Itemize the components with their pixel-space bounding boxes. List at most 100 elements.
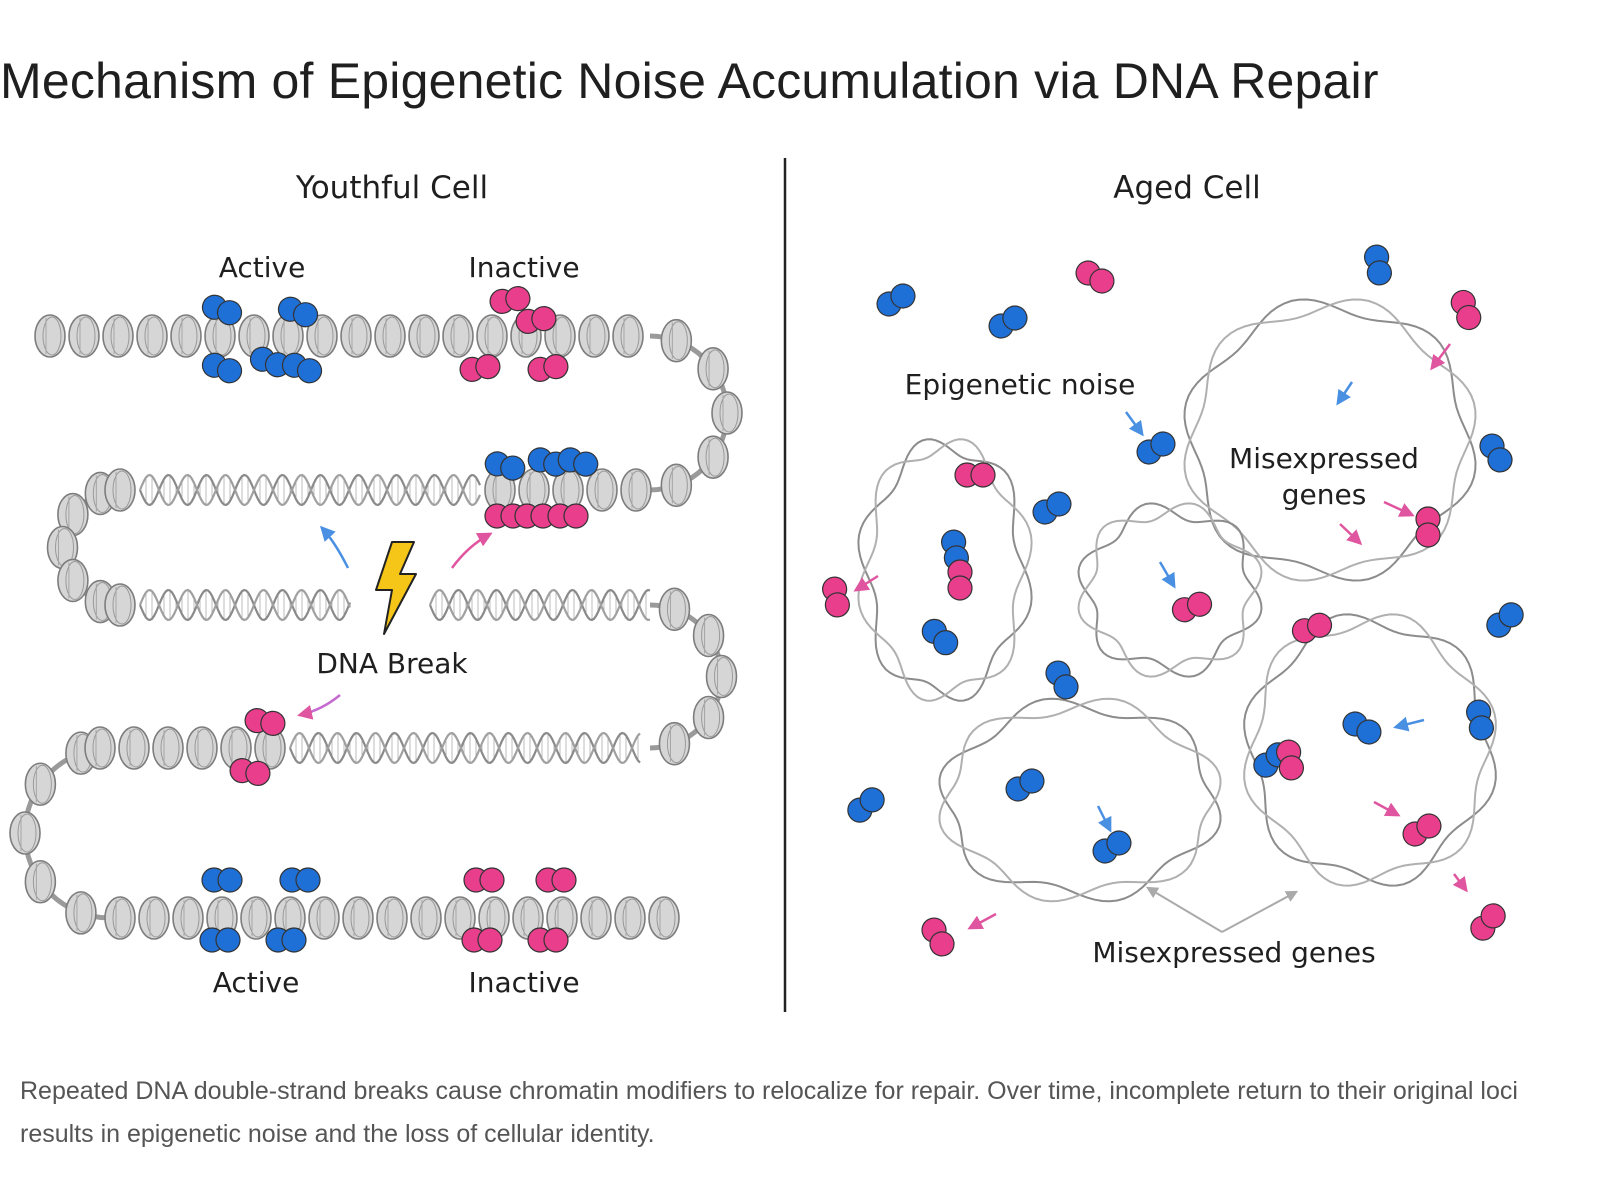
nucleosome xyxy=(57,558,89,603)
active-modifier xyxy=(1045,660,1079,700)
active-top-label: Active xyxy=(219,251,306,284)
dna-helix-segment xyxy=(288,731,641,765)
active-modifier xyxy=(1136,431,1176,465)
active-modifier xyxy=(557,447,599,477)
youthful-chromatin-modifiers xyxy=(199,286,599,953)
nucleosome xyxy=(658,587,691,632)
nucleosome xyxy=(444,896,476,940)
nucleosome xyxy=(648,896,680,940)
page-title: Mechanism of Epigenetic Noise Accumulati… xyxy=(0,53,1379,109)
drift-arrow-blue xyxy=(1336,381,1354,406)
nucleosome xyxy=(408,314,440,358)
nucleosome xyxy=(24,859,57,904)
inactive-modifier xyxy=(527,927,569,953)
misexpressed-genes-lower-label: Misexpressed genes xyxy=(1092,936,1375,969)
inactive-modifier xyxy=(463,867,505,893)
tangled-loop xyxy=(1243,613,1497,887)
drift-arrow-pink xyxy=(1430,343,1451,371)
active-modifier xyxy=(201,867,243,893)
misexpressed-pointer-left xyxy=(1145,886,1223,933)
nucleosome xyxy=(410,896,442,940)
tangled-loop xyxy=(1077,502,1263,678)
drift-arrow-pink xyxy=(967,912,997,930)
nucleosome xyxy=(238,314,270,358)
inactive-modifier xyxy=(527,354,569,382)
nucleosome xyxy=(614,896,646,940)
nucleosome xyxy=(118,726,150,770)
inactive-modifier xyxy=(1470,903,1506,941)
nucleosome xyxy=(660,463,693,508)
nucleosome xyxy=(442,314,474,358)
inactive-modifier xyxy=(535,867,577,893)
aged-tangled-chromatin xyxy=(857,298,1497,903)
active-modifier xyxy=(199,927,241,953)
nucleosome xyxy=(692,695,725,740)
misexpressed-pointer-right xyxy=(1221,890,1299,933)
tangled-loop xyxy=(1183,298,1477,582)
nucleosome xyxy=(204,314,236,358)
nucleosome xyxy=(711,391,743,435)
inactive-modifier xyxy=(547,503,589,529)
inactive-modifier xyxy=(244,708,286,736)
drift-arrow-blue xyxy=(1124,411,1144,437)
nucleosome xyxy=(104,468,136,512)
youthful-cell-panel: Youthful Cell Active Inactive DNA Break … xyxy=(9,170,743,999)
active-modifier xyxy=(1032,491,1072,525)
nucleosome xyxy=(65,891,97,935)
nucleosome xyxy=(692,613,725,658)
nucleosome xyxy=(476,314,508,358)
active-modifier xyxy=(1466,699,1494,741)
dna-break-bolt-icon xyxy=(375,541,417,635)
epigenetic-noise-label: Epigenetic noise xyxy=(905,368,1136,401)
drift-arrow-pink xyxy=(1452,873,1468,893)
nucleosome xyxy=(697,347,729,391)
inactive-modifier xyxy=(459,354,501,382)
active-modifier xyxy=(921,618,959,656)
active-modifier xyxy=(1005,768,1045,802)
aged-scattered-modifiers xyxy=(822,244,1524,957)
nucleosome xyxy=(660,318,693,363)
active-modifier xyxy=(277,296,319,328)
dna-break-label: DNA Break xyxy=(316,647,468,680)
drift-arrow-pink xyxy=(853,574,879,592)
inactive-modifier xyxy=(1402,813,1442,847)
aged-cell-title: Aged Cell xyxy=(1113,170,1260,206)
drift-arrow-blue xyxy=(1393,716,1425,732)
nucleosome xyxy=(24,762,57,807)
drift-arrow-pink xyxy=(1339,523,1363,546)
active-modifier xyxy=(988,305,1028,339)
inactive-modifier xyxy=(1450,289,1482,331)
nucleosome xyxy=(240,896,272,940)
nucleosome xyxy=(104,583,136,627)
inactive-modifier xyxy=(515,306,557,334)
active-modifier xyxy=(876,283,916,317)
nucleosome xyxy=(308,896,340,940)
active-modifier xyxy=(1342,711,1382,745)
inactive-modifier xyxy=(461,927,503,953)
nucleosome xyxy=(580,896,612,940)
active-modifier xyxy=(1364,244,1392,286)
active-modifier xyxy=(279,867,321,893)
inactive-bottom-label: Inactive xyxy=(468,966,579,999)
inactive-modifier xyxy=(822,576,850,618)
nucleosome xyxy=(620,468,652,512)
nucleosome xyxy=(658,721,691,766)
nucleosome xyxy=(34,314,66,358)
inactive-modifier xyxy=(229,758,271,786)
youthful-cell-title: Youthful Cell xyxy=(295,170,488,206)
active-modifier xyxy=(1092,830,1132,864)
inactive-modifier xyxy=(1415,506,1441,548)
inactive-modifier xyxy=(947,559,973,601)
nucleosome xyxy=(374,314,406,358)
misexpressed-genes-upper-label-line2: genes xyxy=(1282,478,1367,511)
nucleosome xyxy=(186,726,218,770)
nucleosome xyxy=(342,896,374,940)
inactive-modifier xyxy=(921,917,955,957)
nucleosome xyxy=(152,726,184,770)
relocalize-arrow-blue xyxy=(319,525,350,569)
nucleosome xyxy=(306,314,338,358)
nucleosome xyxy=(138,896,170,940)
nucleosome xyxy=(104,896,136,940)
relocalize-arrow-pink-lower xyxy=(297,694,341,720)
dna-helix-segment xyxy=(138,588,352,622)
